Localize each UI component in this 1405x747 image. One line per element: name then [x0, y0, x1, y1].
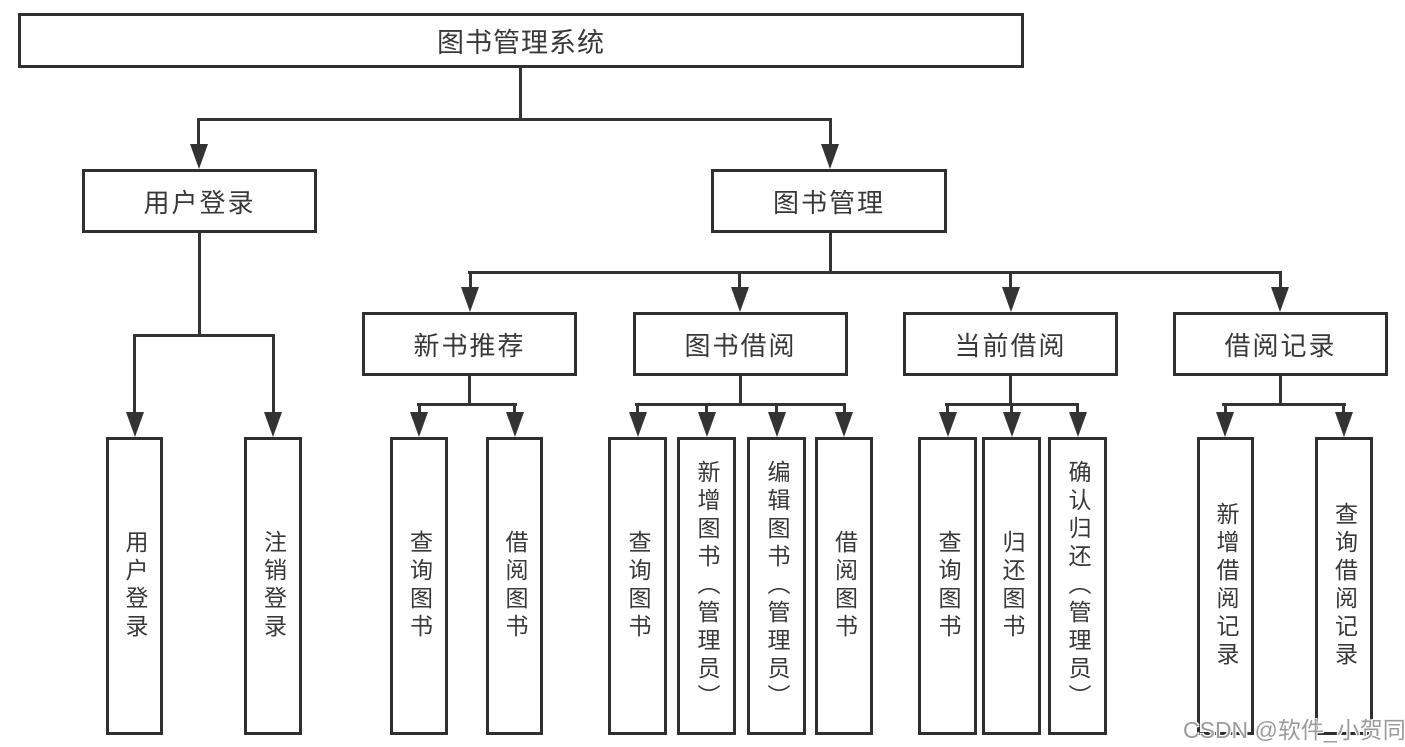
connector-line [636, 405, 639, 413]
node-borrowing-records-label: 借阅记录 [1224, 330, 1337, 361]
connector-line [468, 271, 1282, 274]
node-book-borrowing: 图书借阅 [633, 312, 848, 376]
leaf-edit-book-admin: 编辑图书（管理员） [747, 437, 806, 735]
leaf-query-borrow-record: 查询借阅记录 [1315, 437, 1373, 735]
leaf-return-books-label: 归还图书 [999, 530, 1025, 642]
watermark: CSDN @软件_小贺同学 [1183, 717, 1405, 743]
connector-line [1009, 273, 1012, 288]
leaf-logout: 注销登录 [244, 437, 302, 735]
node-root-label: 图书管理系统 [437, 28, 605, 58]
leaf-query-books-recommend-label: 查询图书 [406, 530, 433, 642]
connector-line [198, 233, 201, 336]
arrowhead-icon [1271, 287, 1289, 312]
arrowhead-icon [1003, 412, 1021, 437]
leaf-query-books-current-label: 查询图书 [935, 530, 961, 642]
leaf-add-book-admin-label: 新增图书（管理员） [694, 460, 720, 712]
connector-line [1010, 405, 1013, 413]
leaf-user-login-label: 用户登录 [122, 530, 148, 642]
connector-line [829, 233, 832, 274]
arrowhead-icon [731, 287, 749, 312]
node-root: 图书管理系统 [18, 13, 1024, 68]
leaf-borrow-books-recommend: 借阅图书 [486, 437, 543, 735]
leaf-user-login: 用户登录 [106, 437, 163, 735]
connector-line [469, 273, 472, 288]
node-user-login-label: 用户登录 [143, 187, 256, 218]
leaf-add-borrow-record: 新增借阅记录 [1197, 437, 1254, 735]
node-new-book-recommendation: 新书推荐 [362, 312, 577, 376]
connector-line [843, 405, 846, 413]
connector-line [197, 120, 200, 145]
node-current-borrowing: 当前借阅 [903, 312, 1118, 376]
node-current-borrowing-label: 当前借阅 [954, 330, 1067, 361]
leaf-confirm-return-admin-label: 确认归还（管理员） [1065, 460, 1091, 712]
leaf-query-books-borrowing-label: 查询图书 [625, 530, 651, 642]
node-book-borrowing-label: 图书借阅 [684, 330, 797, 361]
arrowhead-icon [629, 412, 647, 437]
leaf-confirm-return-admin: 确认归还（管理员） [1048, 437, 1107, 735]
connector-line [1222, 403, 1346, 406]
connector-line [738, 273, 741, 288]
connector-line [417, 403, 517, 406]
arrowhead-icon [264, 412, 282, 437]
arrowhead-icon [506, 412, 524, 437]
connector-line [829, 120, 832, 145]
connector-line [945, 403, 1079, 406]
arrowhead-icon [939, 412, 957, 437]
connector-line [705, 405, 708, 413]
connector-line [468, 376, 471, 405]
connector-line [133, 334, 275, 337]
leaf-query-books-current: 查询图书 [918, 437, 977, 735]
connector-line [1076, 405, 1079, 413]
arrowhead-icon [1002, 287, 1020, 312]
node-book-management-label: 图书管理 [772, 187, 885, 218]
leaf-logout-label: 注销登录 [260, 530, 287, 642]
arrowhead-icon [1069, 412, 1087, 437]
leaf-borrow-books: 借阅图书 [815, 437, 873, 735]
connector-line [739, 376, 742, 405]
arrowhead-icon [1216, 412, 1234, 437]
node-user-login: 用户登录 [82, 169, 317, 233]
arrowhead-icon [835, 412, 853, 437]
leaf-return-books: 归还图书 [982, 437, 1041, 735]
connector-line [1342, 405, 1345, 413]
arrowhead-icon [1335, 412, 1353, 437]
arrowhead-icon [698, 412, 716, 437]
connector-line [1009, 376, 1012, 405]
arrowhead-icon [190, 144, 208, 169]
connector-line [1279, 376, 1282, 405]
connector-line [635, 403, 846, 406]
leaf-add-borrow-record-label: 新增借阅记录 [1213, 502, 1239, 670]
connector-line [775, 405, 778, 413]
connector-line [133, 336, 136, 413]
connector-line [418, 405, 421, 413]
connector-line [513, 405, 516, 413]
connector-line [272, 336, 275, 413]
connector-line [1224, 405, 1227, 413]
leaf-add-book-admin: 新增图书（管理员） [677, 437, 736, 735]
connector-line [197, 118, 832, 121]
connector-line [519, 67, 522, 120]
node-book-management: 图书管理 [711, 169, 947, 233]
arrowhead-icon [768, 412, 786, 437]
leaf-query-borrow-record-label: 查询借阅记录 [1331, 502, 1358, 670]
arrowhead-icon [126, 412, 144, 437]
leaf-borrow-books-label: 借阅图书 [831, 530, 858, 642]
node-new-book-recommendation-label: 新书推荐 [413, 330, 526, 361]
arrowhead-icon [461, 287, 479, 312]
arrowhead-icon [410, 412, 428, 437]
connector-line [1279, 273, 1282, 288]
leaf-query-books-borrowing: 查询图书 [608, 437, 667, 735]
arrowhead-icon [821, 144, 839, 169]
leaf-borrow-books-recommend-label: 借阅图书 [502, 530, 528, 642]
leaf-query-books-recommend: 查询图书 [390, 437, 448, 735]
connector-line [946, 405, 949, 413]
leaf-edit-book-admin-label: 编辑图书（管理员） [764, 460, 790, 712]
node-borrowing-records: 借阅记录 [1173, 312, 1388, 376]
